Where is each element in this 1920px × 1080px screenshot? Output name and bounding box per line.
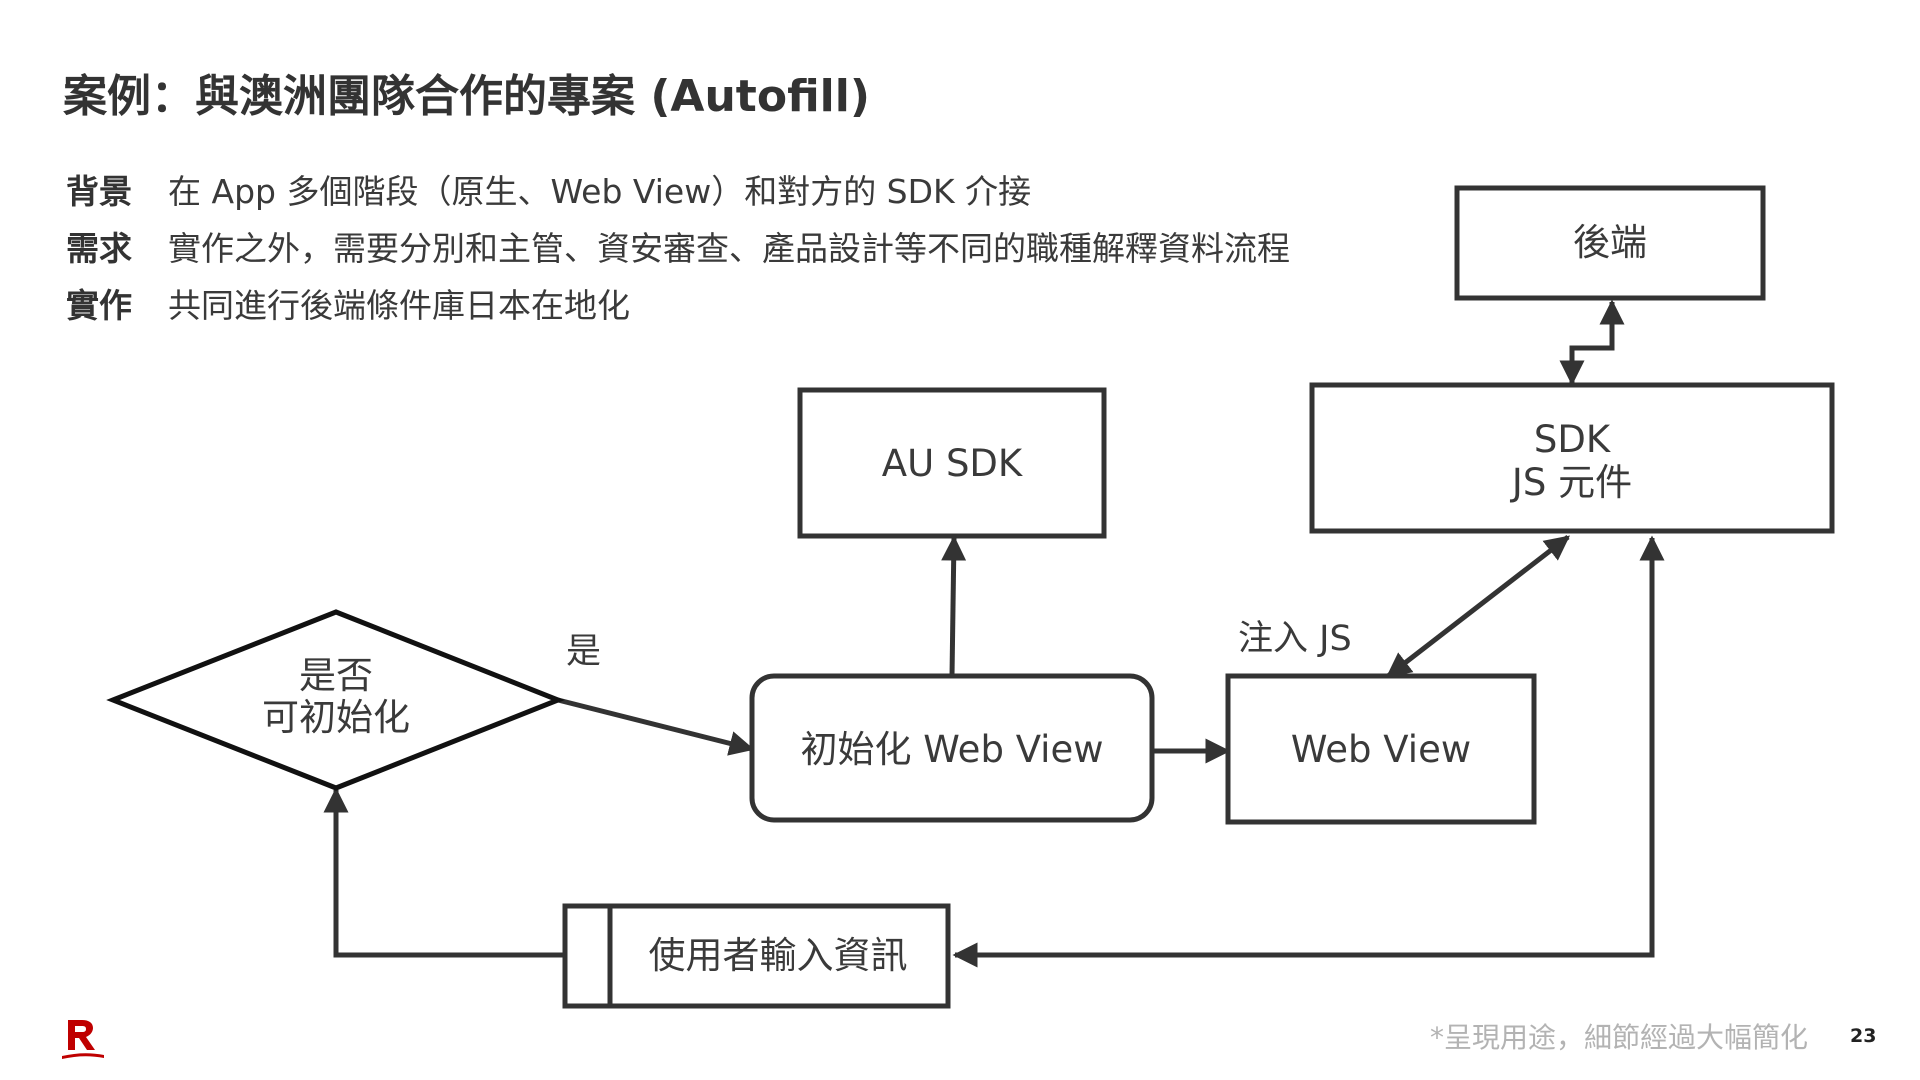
info-text: 實作之外，需要分別和主管、資安審查、產品設計等不同的職種解釋資料流程 xyxy=(168,229,1290,268)
page-number: 23 xyxy=(1850,1025,1877,1047)
footnote: *呈現用途，細節經過大幅簡化 xyxy=(1429,1021,1808,1054)
edge-label-inject-js: 注入 JS xyxy=(1238,619,1352,659)
edge-user-input-to-decision xyxy=(323,787,565,958)
decision-node-label: 是否 xyxy=(299,654,373,697)
init-webview-label: 初始化 Web View xyxy=(801,728,1104,771)
webview-label: Web View xyxy=(1291,728,1471,771)
info-label: 需求 xyxy=(66,229,132,268)
info-label: 背景 xyxy=(66,172,132,211)
info-row-background: 背景在 App 多個階段（原生、Web View）和對方的 SDK 介接 xyxy=(66,165,1031,213)
user-input-node: 使用者輸入資訊 xyxy=(562,903,951,1009)
backend-label: 後端 xyxy=(1573,221,1647,264)
info-text: 共同進行後端條件庫日本在地化 xyxy=(168,286,630,325)
info-row-implementation: 實作共同進行後端條件庫日本在地化 xyxy=(66,279,630,327)
slide-title: 案例：與澳洲團隊合作的專案 (Autofill) xyxy=(63,71,870,122)
info-text: 在 App 多個階段（原生、Web View）和對方的 SDK 介接 xyxy=(168,172,1032,211)
sdk-js-label: SDK xyxy=(1534,418,1612,461)
sdk-js-label: JS 元件 xyxy=(1510,461,1632,504)
sdk-js-node: SDK JS 元件 xyxy=(1309,382,1835,534)
decision-node-label: 可初始化 xyxy=(262,696,410,739)
edge-decision-to-init xyxy=(557,697,755,756)
webview-node: Web View xyxy=(1225,673,1537,825)
edge-init-to-au-sdk xyxy=(941,535,967,677)
info-label: 實作 xyxy=(66,286,132,325)
user-input-label: 使用者輸入資訊 xyxy=(649,934,908,977)
backend-node: 後端 xyxy=(1454,185,1766,301)
edge-sdk-backend-bidirectional xyxy=(1559,299,1625,386)
au-sdk-label: AU SDK xyxy=(882,442,1024,485)
edge-webview-sdk-bidirectional xyxy=(1386,535,1570,678)
edge-label-yes: 是 xyxy=(566,632,601,672)
edge-sdk-to-user-input xyxy=(952,535,1665,968)
init-webview-node: 初始化 Web View xyxy=(749,673,1155,823)
rakuten-r-logo-icon xyxy=(60,1016,108,1066)
decision-node: 是否 可初始化 xyxy=(106,609,565,791)
info-row-requirement: 需求實作之外，需要分別和主管、資安審查、產品設計等不同的職種解釋資料流程 xyxy=(66,222,1290,270)
au-sdk-node: AU SDK xyxy=(797,387,1107,539)
